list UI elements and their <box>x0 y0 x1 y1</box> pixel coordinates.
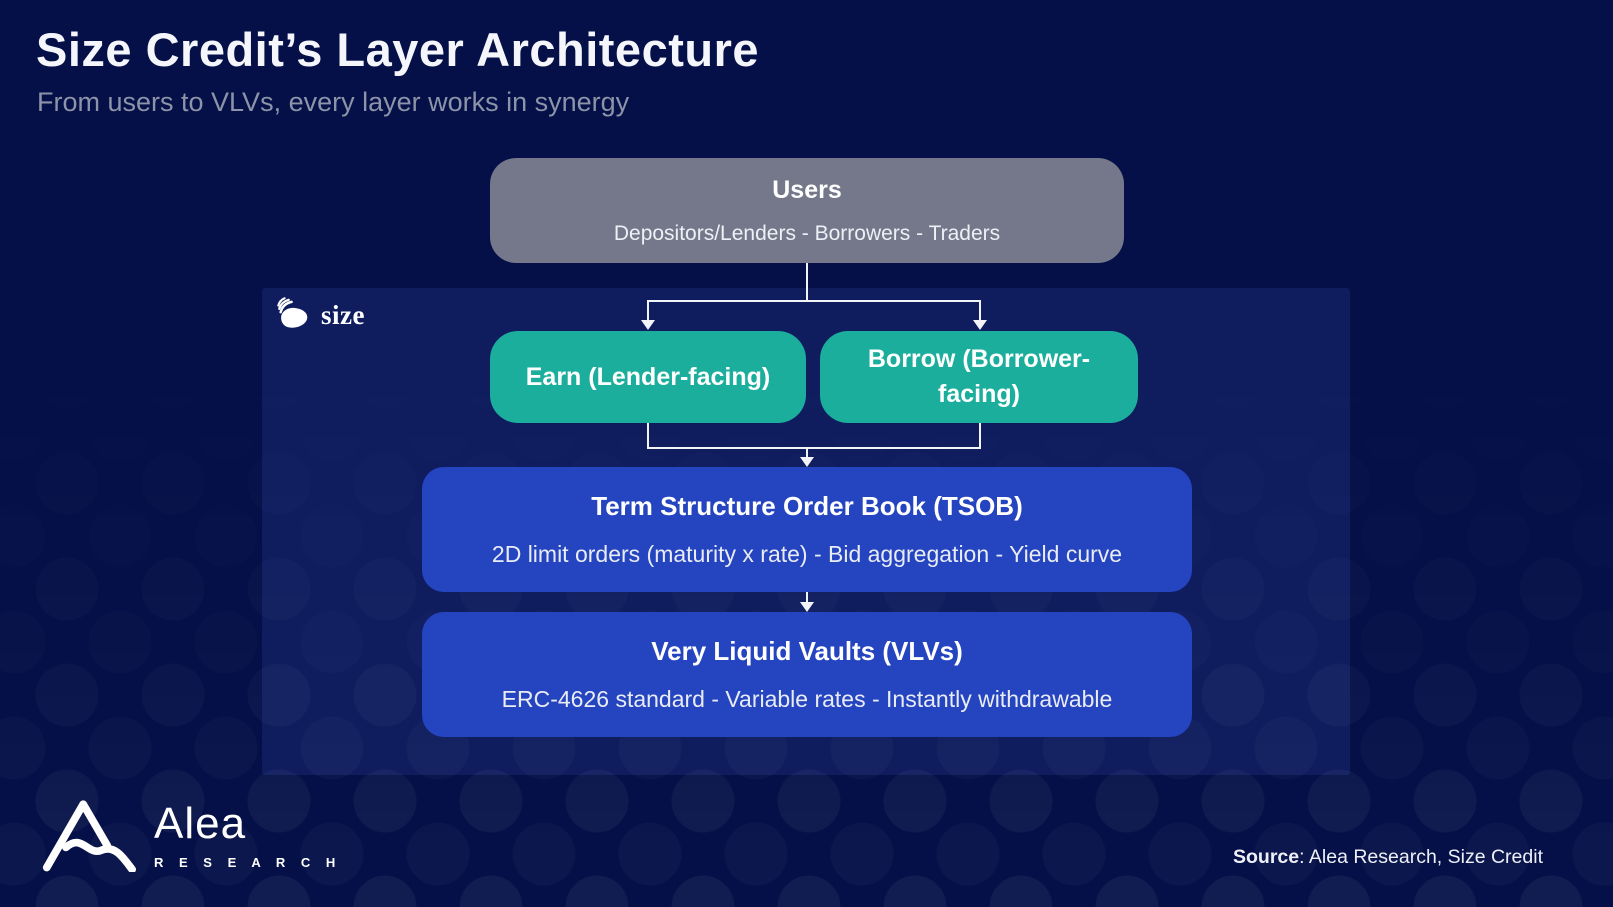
vlv-box-subtitle: ERC-4626 standard - Variable rates - Ins… <box>501 686 1113 712</box>
arrowhead-to-borrow <box>973 320 987 330</box>
earn-box: Earn (Lender-facing) <box>490 331 806 423</box>
arrowhead-to-vlv <box>800 602 814 612</box>
arrowhead-to-earn <box>641 320 655 330</box>
alea-brand-subtitle: R E S E A R C H <box>154 854 342 870</box>
connector-fork-horizontal <box>647 300 981 302</box>
connector-merge-right-rise <box>979 423 981 449</box>
connector-merge-center-drop <box>806 447 808 458</box>
source-attribution: Source: Alea Research, Size Credit <box>1233 846 1543 869</box>
arrowhead-to-tsob <box>800 457 814 467</box>
vlv-box: Very Liquid Vaults (VLVs) ERC-4626 stand… <box>422 612 1192 737</box>
borrow-box-label: Borrow (Borrower-facing) <box>867 345 1091 408</box>
size-bird-icon <box>274 296 312 334</box>
tsob-box-subtitle: 2D limit orders (maturity x rate) - Bid … <box>491 541 1123 567</box>
page-title: Size Credit’s Layer Architecture <box>36 23 759 76</box>
connector-merge-horizontal <box>647 447 981 449</box>
alea-wordmark: Alea R E S E A R C H <box>154 798 342 870</box>
alea-research-logo: Alea R E S E A R C H <box>40 794 341 877</box>
source-label: Source <box>1233 846 1300 868</box>
size-logo-wordmark: size <box>321 299 365 330</box>
connector-users-stem <box>806 263 808 302</box>
page-subtitle: From users to VLVs, every layer works in… <box>37 87 630 117</box>
users-box: Users Depositors/Lenders - Borrowers - T… <box>490 158 1124 263</box>
size-logo: size <box>274 296 365 334</box>
tsob-box-title: Term Structure Order Book (TSOB) <box>591 491 1023 521</box>
alea-brand-name: Alea <box>154 798 247 848</box>
earn-box-label: Earn (Lender-facing) <box>525 362 771 391</box>
connector-merge-left-rise <box>647 423 649 449</box>
connector-fork-right-drop <box>979 300 981 321</box>
source-text: : Alea Research, Size Credit <box>1299 846 1543 868</box>
users-box-subtitle: Depositors/Lenders - Borrowers - Traders <box>613 221 1001 245</box>
vlv-box-title: Very Liquid Vaults (VLVs) <box>651 636 963 666</box>
tsob-box: Term Structure Order Book (TSOB) 2D limi… <box>422 467 1192 592</box>
alea-monogram-icon <box>40 794 136 877</box>
connector-fork-left-drop <box>647 300 649 321</box>
connector-tsob-vlv-stem <box>806 592 808 603</box>
borrow-box: Borrow (Borrower-facing) <box>820 331 1138 423</box>
users-box-title: Users <box>772 175 842 204</box>
